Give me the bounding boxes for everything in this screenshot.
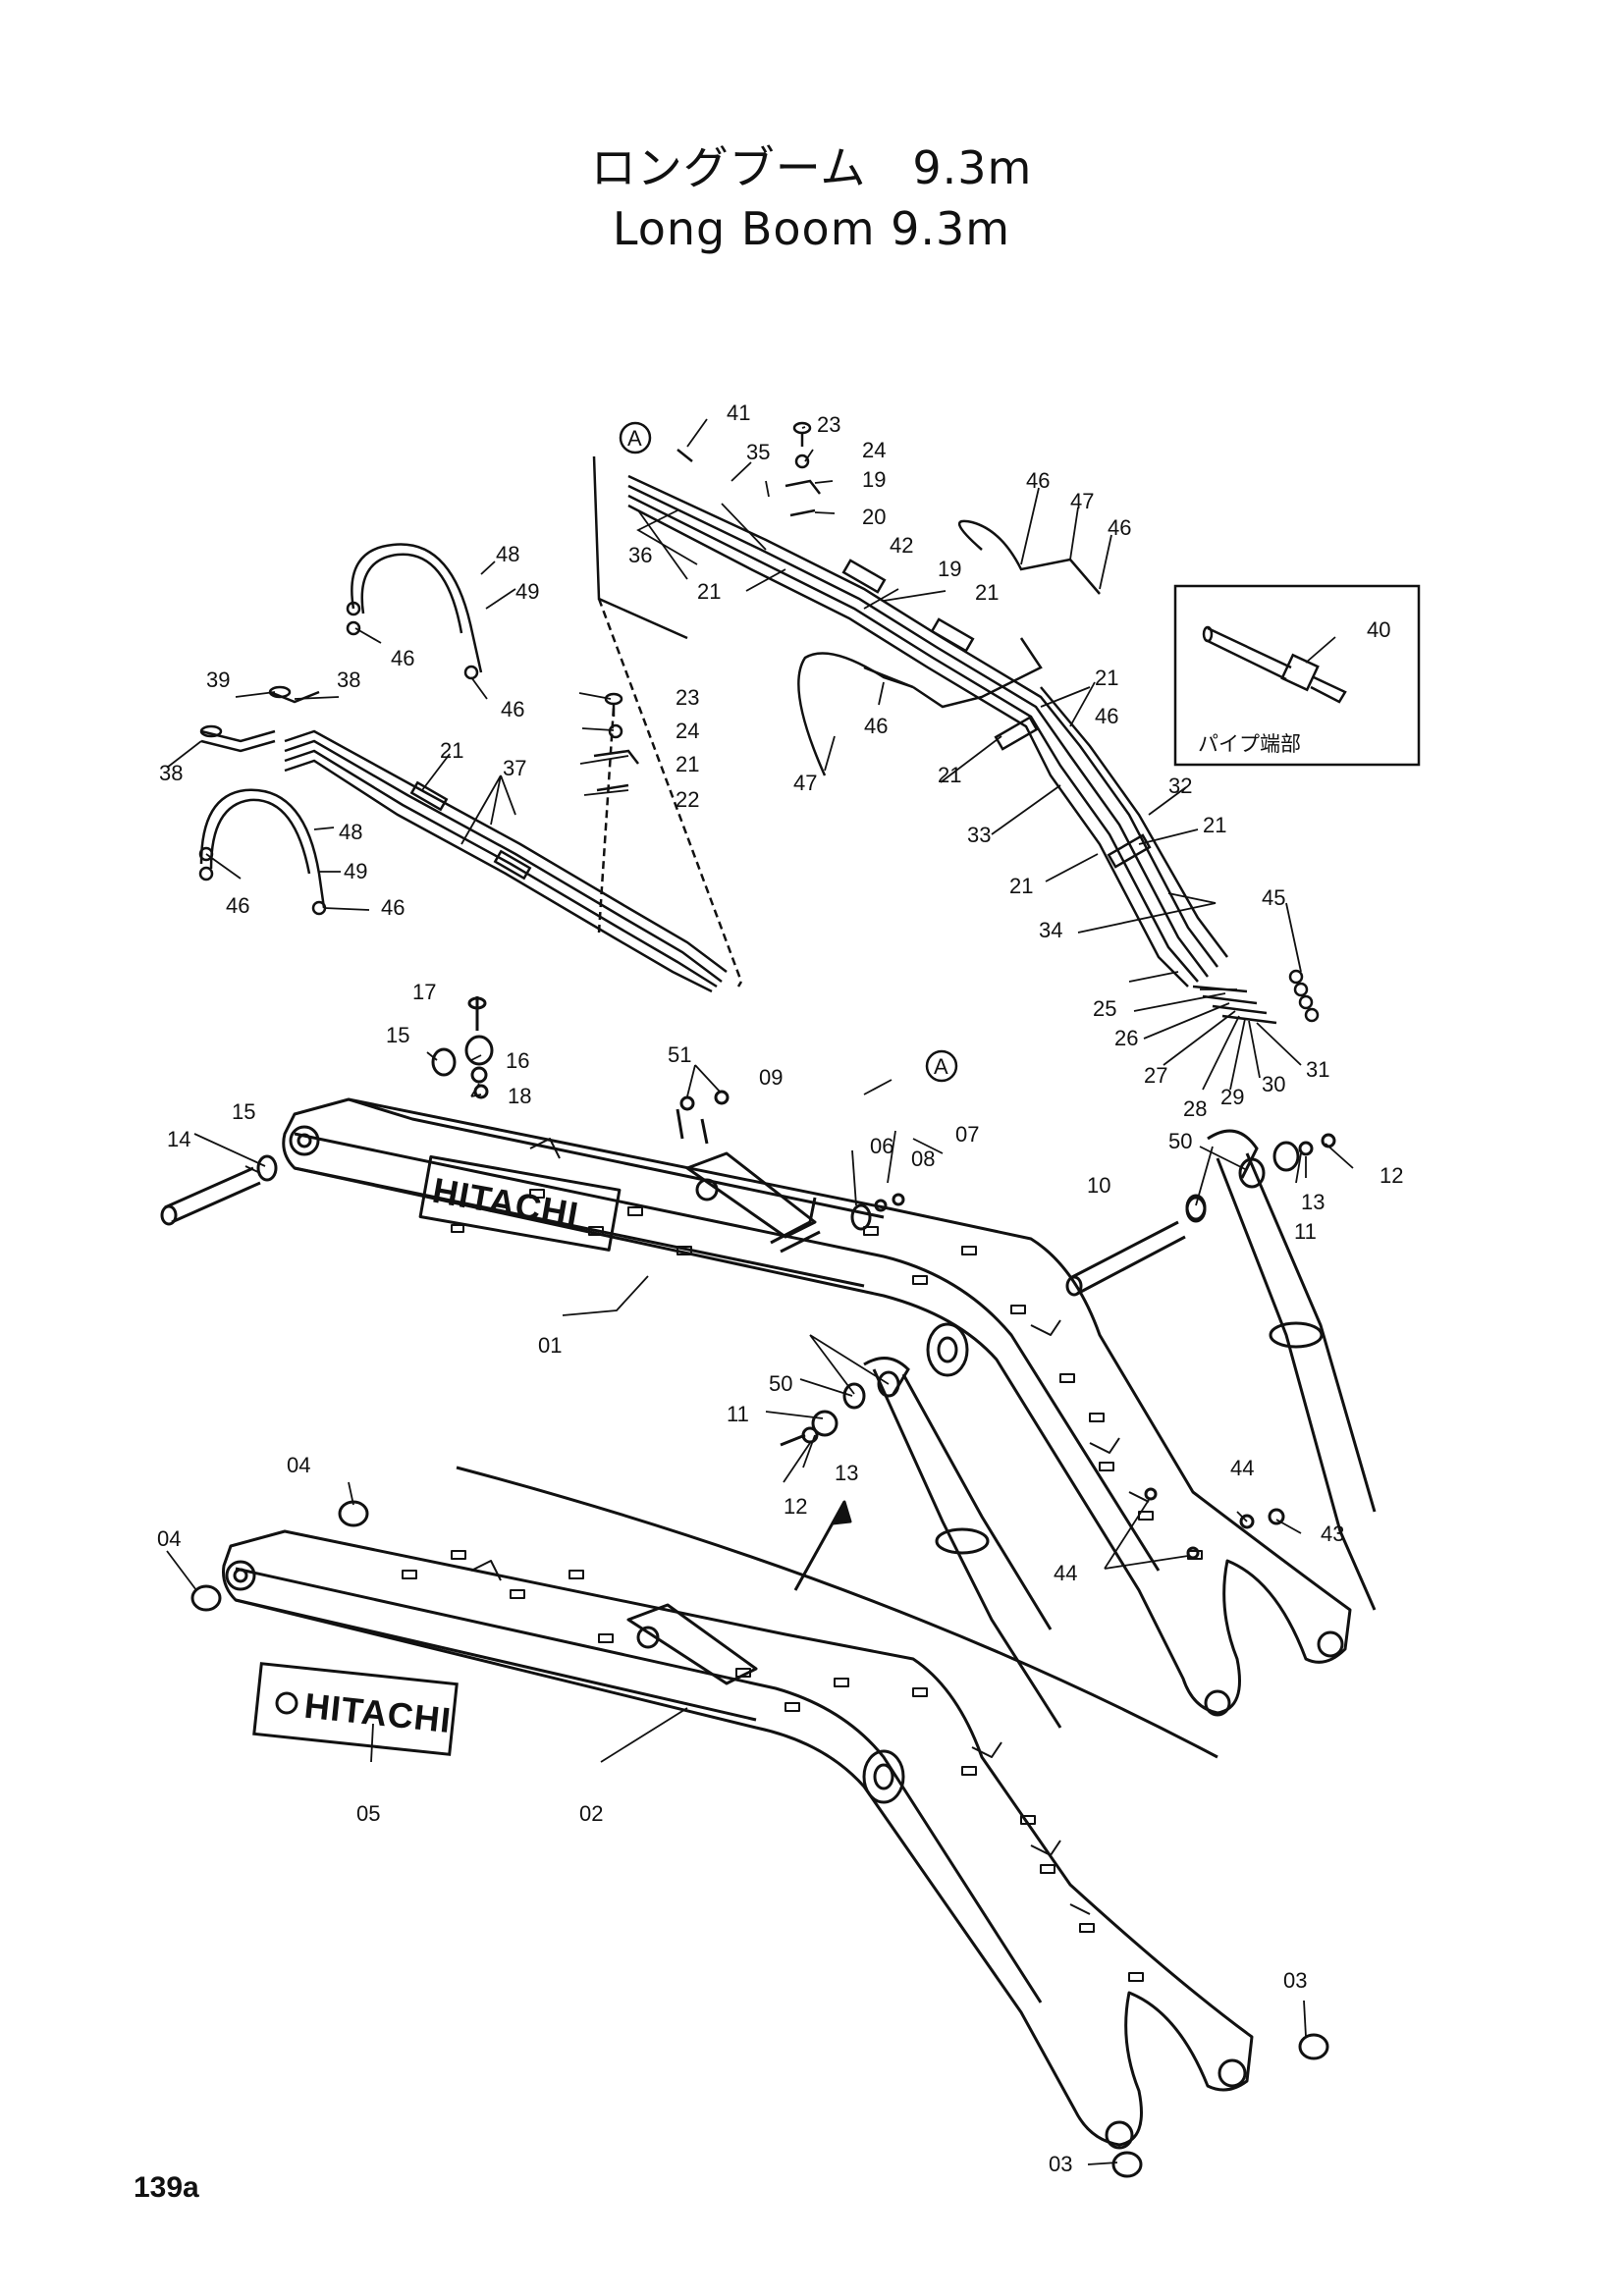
callout-41: 41	[727, 400, 750, 425]
callout-07: 07	[955, 1122, 979, 1147]
callout-29: 29	[1220, 1085, 1244, 1109]
pins-and-fittings	[160, 996, 1336, 2178]
callout-42: 42	[890, 533, 913, 558]
callout-48-b: 48	[339, 820, 362, 844]
callout-50-b: 50	[1168, 1129, 1192, 1153]
callout-13-a: 13	[835, 1461, 858, 1485]
callout-16: 16	[506, 1048, 529, 1073]
callout-12-a: 12	[784, 1494, 807, 1519]
callout-46-b: 46	[1108, 515, 1131, 540]
callout-27: 27	[1144, 1063, 1167, 1088]
callout-51: 51	[668, 1042, 691, 1067]
callout-46-c: 46	[864, 714, 888, 738]
callout-21-c: 21	[1095, 666, 1118, 690]
boom-02-drawing	[222, 1466, 1254, 2150]
callout-18: 18	[508, 1084, 531, 1108]
callout-20: 20	[862, 505, 886, 529]
callout-48-a: 48	[496, 542, 519, 566]
callout-14: 14	[167, 1127, 190, 1151]
detail-marker-a: A A	[619, 421, 958, 1083]
callout-21-b: 21	[975, 580, 999, 605]
callout-04-a: 04	[157, 1526, 181, 1551]
callout-46-g: 46	[381, 895, 405, 920]
callout-11-a: 11	[727, 1402, 749, 1426]
callout-44-b: 44	[1054, 1561, 1077, 1585]
callout-49-a: 49	[515, 579, 539, 604]
callout-11-b: 11	[1294, 1219, 1317, 1244]
callout-10: 10	[1087, 1173, 1110, 1198]
callout-21-e: 21	[1203, 813, 1226, 837]
callout-38-a: 38	[337, 667, 360, 692]
logo-decal-05-text: HITACHI	[302, 1685, 454, 1740]
callout-33: 33	[967, 823, 991, 847]
title-block: ロングブーム 9.3m Long Boom 9.3m	[0, 137, 1623, 259]
callout-04-b: 04	[287, 1453, 310, 1477]
inset-pipe-end	[1173, 584, 1421, 767]
callout-24-b: 24	[862, 438, 886, 462]
callout-45: 45	[1262, 885, 1285, 910]
callout-02: 02	[579, 1801, 603, 1826]
callout-25: 25	[1093, 996, 1116, 1021]
callout-23-b: 23	[817, 412, 840, 437]
callout-46-f: 46	[226, 893, 249, 918]
callout-36: 36	[628, 543, 652, 567]
callout-46-e: 46	[501, 697, 524, 721]
callout-44-a: 44	[1230, 1456, 1254, 1480]
callout-43: 43	[1321, 1522, 1344, 1546]
callout-24-a: 24	[676, 719, 699, 743]
callout-13-b: 13	[1301, 1190, 1325, 1214]
callout-22: 22	[676, 787, 699, 812]
svg-text:A: A	[627, 426, 642, 451]
boom-cylinders	[863, 1129, 1377, 1729]
callout-23-a: 23	[676, 685, 699, 710]
callout-26: 26	[1114, 1026, 1138, 1050]
callout-30: 30	[1262, 1072, 1285, 1096]
callout-numbers: 01 02 03 03 04 04 05 06 07 08 09 10 11 1…	[157, 400, 1403, 2176]
callout-03-a: 03	[1283, 1968, 1307, 1993]
title-english: Long Boom 9.3m	[612, 202, 1011, 255]
callout-15-b: 15	[386, 1023, 409, 1047]
boom-01-drawing	[282, 1097, 1352, 1717]
callout-28: 28	[1183, 1096, 1207, 1121]
logo-decal-05	[252, 1662, 459, 1756]
callout-05: 05	[356, 1801, 380, 1826]
callout-03-b: 03	[1049, 2152, 1072, 2176]
callout-21-d: 21	[938, 763, 961, 787]
callout-19-b: 19	[938, 557, 961, 581]
inset-label: パイプ端部	[1198, 732, 1301, 756]
callout-17: 17	[412, 980, 436, 1004]
callout-21-f: 21	[1009, 874, 1033, 898]
callout-49-b: 49	[344, 859, 367, 883]
callout-47-a: 47	[1070, 489, 1094, 513]
callout-37: 37	[503, 756, 526, 780]
callout-39: 39	[206, 667, 230, 692]
callout-35: 35	[746, 440, 770, 464]
callout-50-a: 50	[769, 1371, 792, 1396]
title-japanese: ロングブーム 9.3m	[590, 141, 1033, 194]
callout-47-b: 47	[793, 771, 817, 795]
callout-46-h: 46	[1095, 704, 1118, 728]
callout-32: 32	[1168, 774, 1192, 798]
callout-46-d: 46	[391, 646, 414, 670]
callout-08: 08	[911, 1147, 935, 1171]
svg-text:A: A	[934, 1054, 948, 1079]
callout-01: 01	[538, 1333, 562, 1358]
inset-callout-40: 40	[1367, 617, 1390, 642]
callout-46-a: 46	[1026, 468, 1050, 493]
leader-lines	[166, 418, 1354, 2165]
callout-38-b: 38	[159, 761, 183, 785]
callout-09: 09	[759, 1065, 783, 1090]
callout-21-h: 21	[676, 752, 699, 776]
callout-19-a: 19	[862, 467, 886, 492]
callout-21-a: 21	[697, 579, 721, 604]
callout-15-a: 15	[232, 1099, 255, 1124]
callout-21-g: 21	[440, 738, 463, 763]
callout-06: 06	[870, 1134, 893, 1158]
page-number: 139a	[134, 2171, 199, 2204]
callout-31: 31	[1306, 1057, 1329, 1082]
hydraulic-piping	[198, 421, 1320, 1025]
callout-34: 34	[1039, 918, 1062, 942]
callout-12-b: 12	[1380, 1163, 1403, 1188]
